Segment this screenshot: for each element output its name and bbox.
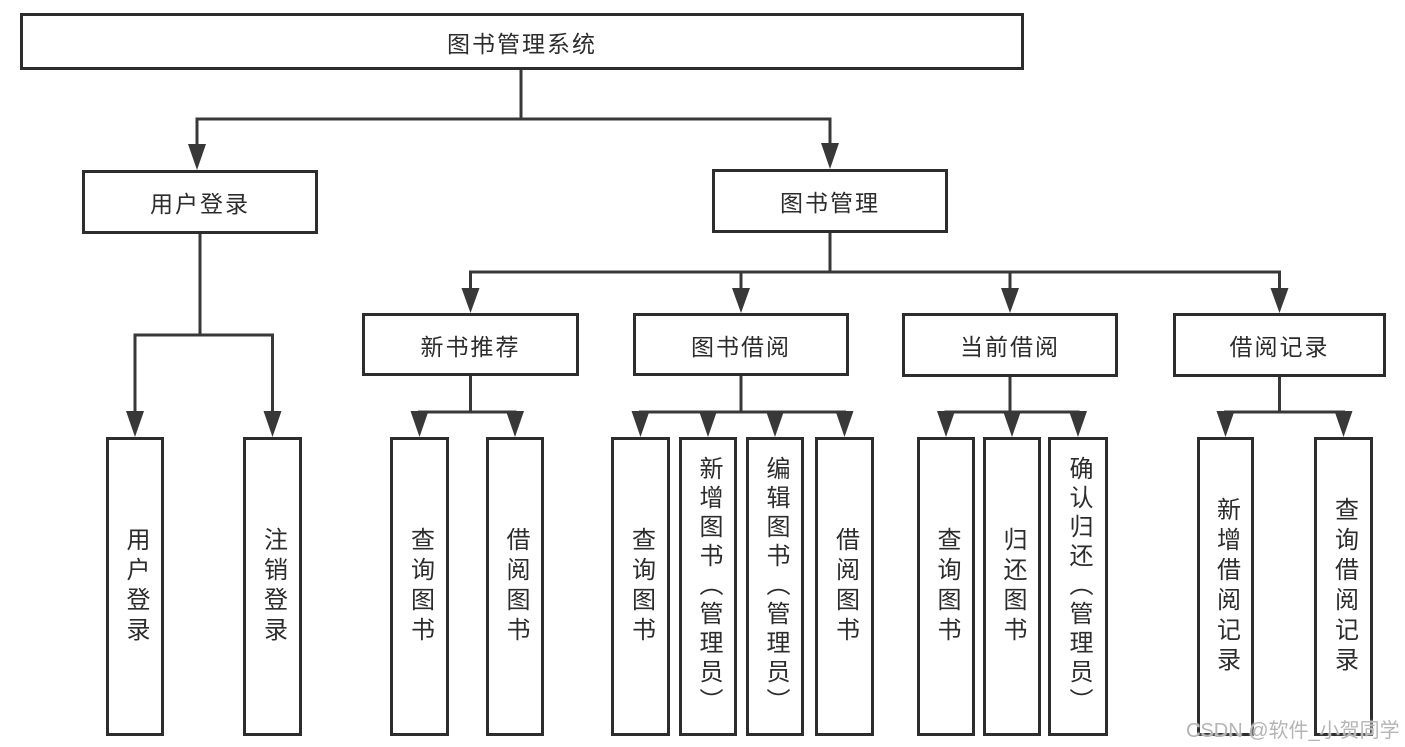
arrowheads xyxy=(126,143,1353,437)
node-book-management: 图书管理 xyxy=(712,169,948,233)
leaf-borrow-books-borrowing: 借阅图书 xyxy=(815,437,874,736)
node-library-management-system: 图书管理系统 xyxy=(20,13,1024,70)
leaf-query-books-borrowing: 查询图书 xyxy=(611,437,670,736)
node-book-borrowing: 图书借阅 xyxy=(633,313,849,376)
csdn-watermark: CSDN @软件_小贺同学 xyxy=(1186,720,1400,742)
leaf-query-books-current: 查询图书 xyxy=(917,437,975,736)
node-borrowing-records: 借阅记录 xyxy=(1173,313,1386,377)
leaf-user-login: 用户登录 xyxy=(106,437,164,736)
leaf-borrow-books-recommend: 借阅图书 xyxy=(486,437,544,736)
leaf-edit-book-admin: 编辑图书（管理员） xyxy=(746,437,804,736)
leaf-query-borrowing-record: 查询借阅记录 xyxy=(1314,437,1373,736)
leaf-add-book-admin: 新增图书（管理员） xyxy=(679,437,737,736)
node-current-borrowing: 当前借阅 xyxy=(902,313,1118,377)
leaf-return-books: 归还图书 xyxy=(983,437,1041,736)
node-new-book-recommendation: 新书推荐 xyxy=(362,313,579,376)
leaf-query-books-recommend: 查询图书 xyxy=(390,437,449,736)
leaf-add-borrowing-record: 新增借阅记录 xyxy=(1197,437,1254,736)
leaf-logout: 注销登录 xyxy=(243,437,302,736)
node-user-login: 用户登录 xyxy=(82,170,318,234)
leaf-confirm-return-admin: 确认归还（管理员） xyxy=(1048,437,1108,736)
